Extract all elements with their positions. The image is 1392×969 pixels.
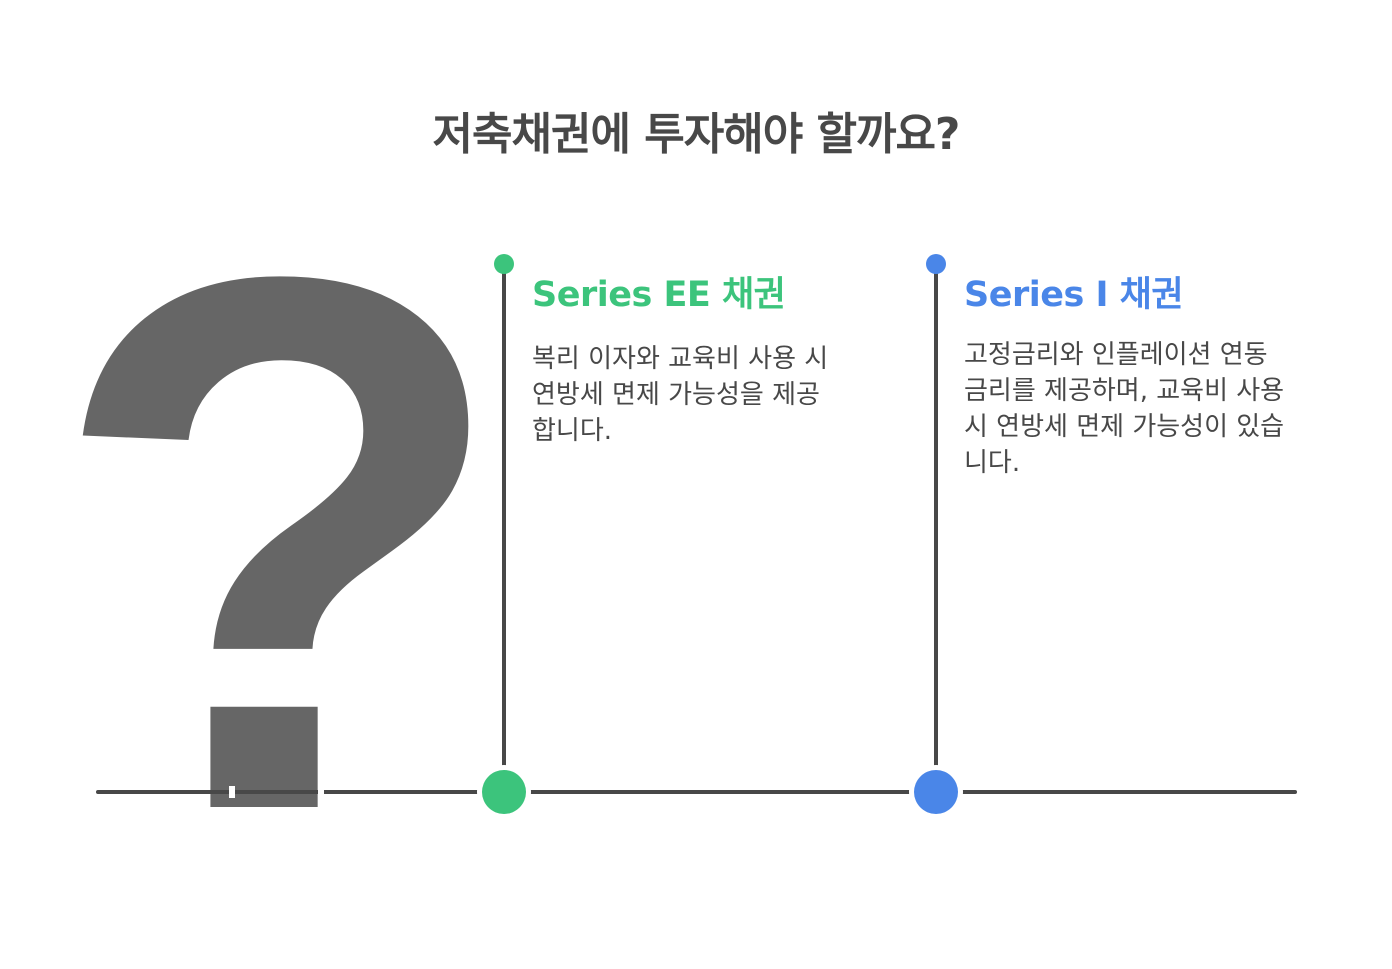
series-ee-title: Series EE 채권	[532, 275, 786, 315]
series-ee-description: 복리 이자와 교육비 사용 시 연방세 면제 가능성을 제공합니다.	[532, 344, 829, 446]
series-i-title: Series I 채권	[964, 275, 1184, 315]
series-i-description: 고정금리와 인플레이션 연동 금리를 제공하며, 교육비 사용 시 연방세 면제…	[964, 340, 1285, 478]
timeline-baseline	[96, 790, 1297, 794]
series-i-timeline-marker	[914, 770, 958, 814]
series-i-connector	[934, 265, 938, 792]
series-i-top-marker	[926, 254, 946, 274]
series-ee-timeline-marker	[482, 770, 526, 814]
question-mark-icon: ?	[47, 120, 513, 969]
baseline-gap-left	[229, 786, 235, 798]
page-title: 저축채권에 투자해야 할까요?	[432, 109, 961, 160]
series-ee-connector	[502, 265, 506, 792]
baseline-gap-right	[318, 786, 324, 798]
series-ee-top-marker	[494, 254, 514, 274]
